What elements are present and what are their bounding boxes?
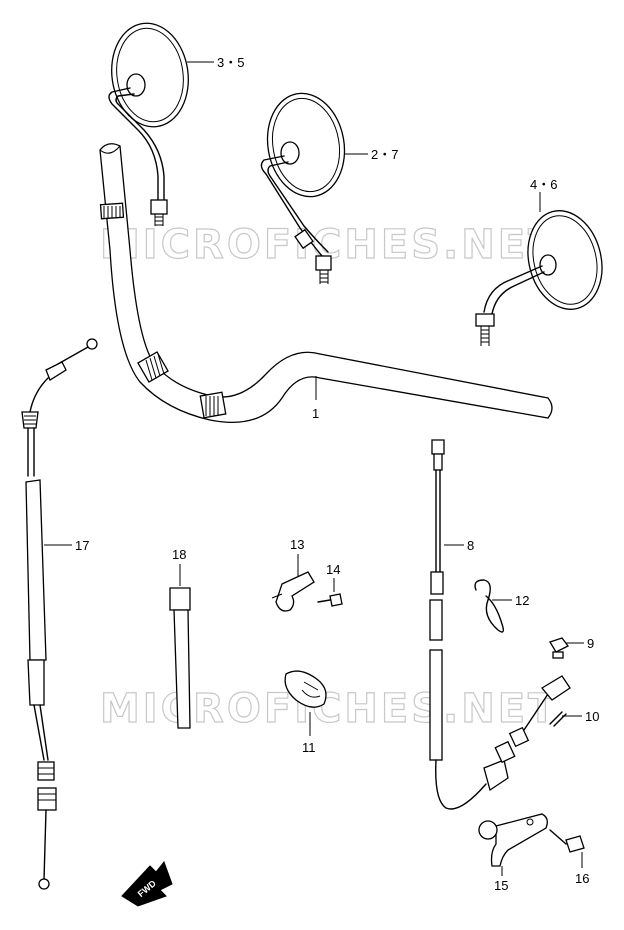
throttle-cable[interactable] xyxy=(21,338,98,890)
callout-11: 11 xyxy=(302,740,316,755)
callout-13: 13 xyxy=(290,537,304,552)
callout-14: 14 xyxy=(326,562,340,577)
mirror-center[interactable] xyxy=(260,87,353,284)
leader-lines xyxy=(44,61,584,876)
clip-part-12[interactable] xyxy=(474,579,505,633)
bolt-part-16[interactable] xyxy=(549,829,585,853)
handlebar[interactable] xyxy=(99,143,553,423)
nut-part-9[interactable] xyxy=(549,637,569,659)
bracket-part-13[interactable] xyxy=(271,571,315,612)
fwd-arrow-icon: FWD xyxy=(121,860,173,907)
callout-15: 15 xyxy=(494,878,508,893)
callout-18: 18 xyxy=(172,547,186,562)
mirror-left[interactable] xyxy=(105,18,195,226)
callout-1: 1 xyxy=(312,406,319,421)
knurl-band-left xyxy=(137,351,169,383)
screw-part-14[interactable] xyxy=(317,593,343,607)
mirror-right[interactable] xyxy=(475,203,612,346)
knurl-band-right xyxy=(199,391,227,419)
callout-3-5: 3・5 xyxy=(217,55,244,70)
callout-2-7: 2・7 xyxy=(371,147,398,162)
strap-part-18[interactable] xyxy=(169,587,191,729)
callout-17: 17 xyxy=(75,538,89,553)
knurl-band-top xyxy=(99,202,125,220)
callout-4-6: 4・6 xyxy=(530,177,557,192)
callout-10: 10 xyxy=(585,709,599,724)
watermark-bottom: MICROFICHES.NET xyxy=(100,686,558,732)
clutch-cable[interactable] xyxy=(429,439,571,810)
callout-12: 12 xyxy=(515,593,529,608)
callout-9: 9 xyxy=(587,636,594,651)
bracket-part-15[interactable] xyxy=(478,813,548,867)
callout-8: 8 xyxy=(467,538,474,553)
callout-16: 16 xyxy=(575,871,589,886)
switch-part-11[interactable] xyxy=(284,670,327,708)
